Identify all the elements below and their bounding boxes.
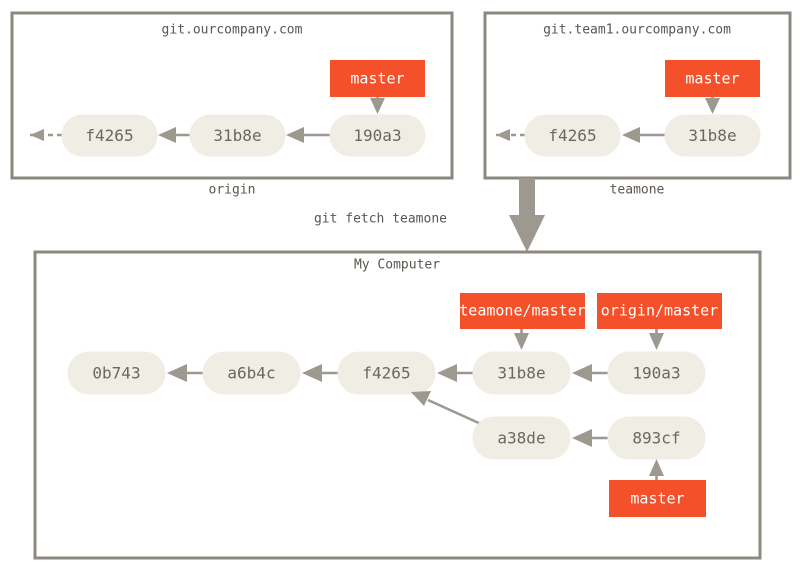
- commit-node-local-0b743[interactable]: [67, 351, 166, 395]
- ref-box-local-origin-master[interactable]: [597, 293, 722, 329]
- commit-label-teamone-31b8e: 31b8e: [688, 126, 736, 145]
- arrowhead-local-teamone-master-to-31b8e: [514, 333, 529, 350]
- arrowhead-local-origin-master-to-190a3: [649, 333, 664, 350]
- panel-teamone-border: [483, 11, 792, 180]
- commit-label-local-0b743: 0b743: [92, 364, 140, 383]
- commit-label-local-f4265: f4265: [362, 364, 410, 383]
- commit-node-local-190a3[interactable]: [607, 351, 706, 395]
- arrowhead-local-a38de-to-f4265: [411, 391, 431, 406]
- ref-label-teamone-master: master: [685, 70, 739, 88]
- ref-label-local-origin-master: origin/master: [601, 302, 718, 320]
- panel-local-border: [33, 250, 762, 560]
- fetch-command-label: git fetch teamone: [314, 212, 447, 227]
- ref-box-local-master[interactable]: [609, 480, 706, 517]
- commit-node-origin-31b8e[interactable]: [189, 114, 286, 157]
- arrowhead-local-master-to-893cf: [649, 459, 664, 476]
- arrowhead-teamone-master-to-31b8e: [705, 98, 720, 114]
- panel-origin-border: [10, 11, 454, 180]
- panel-origin-title: git.ourcompany.com: [162, 23, 303, 38]
- panel-teamone-title: git.team1.ourcompany.com: [543, 23, 731, 38]
- arrowhead-origin-master-to-190a3: [370, 98, 385, 114]
- panel-local-title: My Computer: [354, 258, 440, 273]
- fetch-flow-arrow: [509, 178, 545, 252]
- arrowhead-local-a6b4c-to-0b743: [167, 364, 187, 382]
- commit-label-teamone-f4265: f4265: [548, 126, 596, 145]
- arrowhead-teamone-31b8e-to-f4265: [622, 127, 640, 143]
- ref-box-origin-master[interactable]: [330, 60, 425, 97]
- commit-label-origin-f4265: f4265: [85, 126, 133, 145]
- ref-box-local-teamone-master[interactable]: [460, 293, 585, 329]
- commit-label-local-31b8e: 31b8e: [497, 364, 545, 383]
- commit-node-local-a6b4c[interactable]: [202, 351, 301, 395]
- arrowhead-local-190a3-to-31b8e: [572, 364, 592, 382]
- ref-label-local-teamone-master: teamone/master: [459, 302, 585, 320]
- commit-label-origin-190a3: 190a3: [353, 126, 401, 145]
- commit-node-teamone-f4265[interactable]: [524, 114, 621, 157]
- panel-origin-caption: origin: [209, 183, 256, 198]
- arrowhead-local-31b8e-to-f4265: [437, 364, 457, 382]
- commit-label-origin-31b8e: 31b8e: [213, 126, 261, 145]
- panel-teamone-caption: teamone: [610, 183, 665, 198]
- ref-label-origin-master: master: [350, 70, 404, 88]
- commit-node-local-a38de[interactable]: [472, 416, 571, 460]
- commit-node-teamone-31b8e[interactable]: [664, 114, 761, 157]
- teamone-history-tail-arrowhead: [496, 129, 510, 141]
- commit-node-origin-f4265[interactable]: [61, 114, 158, 157]
- commit-label-local-a6b4c: a6b4c: [227, 364, 275, 383]
- commit-label-local-a38de: a38de: [497, 429, 545, 448]
- commit-node-local-f4265[interactable]: [337, 351, 436, 395]
- arrowhead-origin-31b8e-to-f4265: [158, 127, 176, 143]
- ref-label-local-master: master: [630, 490, 684, 508]
- commit-label-local-893cf: 893cf: [632, 429, 680, 448]
- origin-history-tail-arrowhead: [30, 129, 44, 141]
- commit-node-local-31b8e[interactable]: [472, 351, 571, 395]
- arrowhead-local-f4265-to-a6b4c: [302, 364, 322, 382]
- commit-node-origin-190a3[interactable]: [329, 114, 426, 157]
- commit-label-local-190a3: 190a3: [632, 364, 680, 383]
- ref-box-teamone-master[interactable]: [665, 60, 760, 97]
- arrowhead-origin-190a3-to-31b8e: [286, 127, 304, 143]
- arrowhead-local-893cf-to-a38de: [572, 429, 592, 447]
